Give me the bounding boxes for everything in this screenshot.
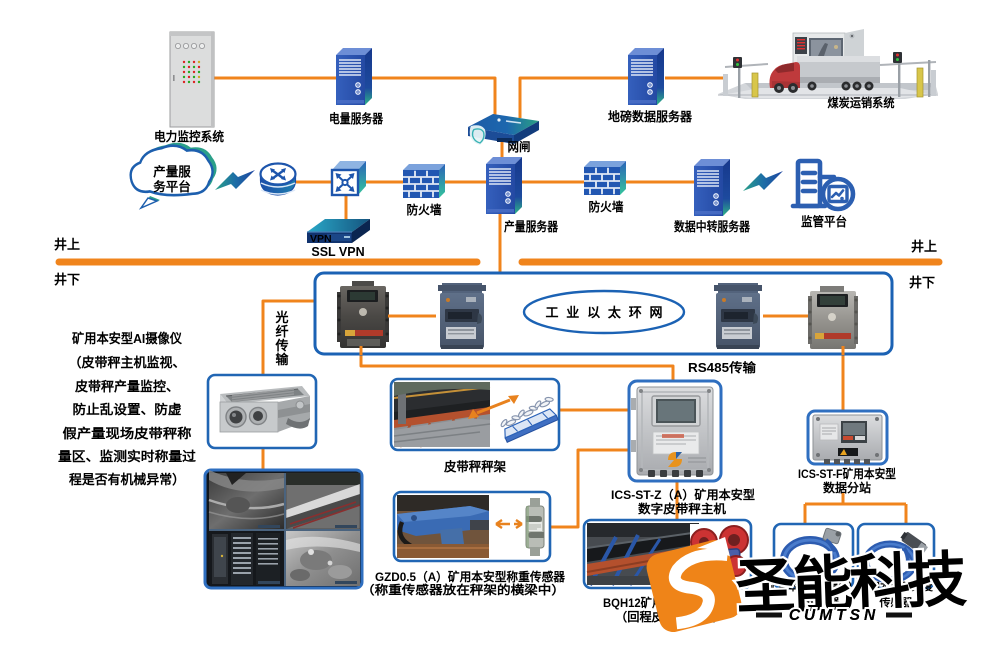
svg-text:防火墙: 防火墙	[407, 202, 442, 217]
svg-text:圣能科技: 圣能科技	[735, 546, 968, 621]
svg-text:皮带秤秤架: 皮带秤秤架	[443, 459, 506, 474]
svg-text:网闸: 网闸	[508, 139, 531, 154]
svg-text:井上: 井上	[911, 239, 937, 254]
svg-text:监管平台: 监管平台	[801, 214, 847, 229]
svg-text:ICS-ST-Z（A）矿用本安型: ICS-ST-Z（A）矿用本安型	[611, 487, 755, 502]
svg-text:务平台: 务平台	[153, 179, 191, 194]
svg-text:RS485传输: RS485传输	[688, 360, 757, 375]
svg-text:（皮带秤主机监视、: （皮带秤主机监视、	[69, 355, 186, 370]
svg-text:传感器: 传感器	[879, 595, 914, 609]
svg-text:井下: 井下	[54, 272, 80, 287]
svg-text:程是否有机械异常）: 程是否有机械异常）	[69, 472, 185, 487]
svg-text:数据中转服务器: 数据中转服务器	[673, 219, 750, 234]
svg-text:VPN: VPN	[310, 233, 332, 245]
svg-text:煤炭运销系统: 煤炭运销系统	[828, 95, 895, 110]
svg-text:输: 输	[275, 352, 289, 367]
svg-text:假产量现场皮带秤称: 假产量现场皮带秤称	[63, 426, 192, 441]
svg-text:矿用本安型AI摄像仪: 矿用本安型AI摄像仪	[72, 331, 183, 346]
svg-text:SSL VPN: SSL VPN	[311, 245, 364, 259]
svg-text:量区、监测实时称量过: 量区、监测实时称量过	[58, 449, 196, 464]
svg-text:皮带秤产量监控、: 皮带秤产量监控、	[74, 379, 179, 394]
svg-text:电量服务器: 电量服务器	[329, 111, 383, 126]
svg-text:产量服务器: 产量服务器	[504, 219, 558, 234]
svg-text:数据分站: 数据分站	[823, 480, 871, 495]
svg-text:传感器: 传感器	[806, 595, 841, 609]
svg-text:光: 光	[274, 310, 288, 325]
svg-text:数字皮带秤主机: 数字皮带秤主机	[638, 501, 726, 516]
svg-text:CUMTSN: CUMTSN	[789, 607, 879, 624]
svg-text:CUMTSN: CUMTSN	[789, 607, 879, 624]
svg-text:ICS-ST-F矿用本安型: ICS-ST-F矿用本安型	[798, 466, 896, 481]
svg-text:地磅数据服务器: 地磅数据服务器	[608, 109, 692, 124]
svg-text:GZD0.5（A）矿用本安型称重传感器: GZD0.5（A）矿用本安型称重传感器	[375, 569, 566, 584]
svg-text:产量服: 产量服	[153, 164, 191, 179]
svg-text:（称重传感器放在秤架的横梁中）: （称重传感器放在秤架的横梁中）	[361, 582, 565, 597]
svg-text:防止乱设置、防虚: 防止乱设置、防虚	[73, 402, 182, 417]
svg-text:纤: 纤	[275, 324, 288, 339]
svg-text:防火墙: 防火墙	[589, 199, 624, 214]
svg-text:传: 传	[274, 338, 288, 353]
svg-text:电力监控系统: 电力监控系统	[154, 129, 224, 144]
svg-text:矿用本安型（霍尔）: 矿用本安型（霍尔）	[768, 580, 858, 593]
svg-text:矿用本安型速度: 矿用本安型速度	[859, 580, 934, 593]
svg-text:井下: 井下	[909, 275, 935, 290]
svg-text:井上: 井上	[54, 237, 80, 252]
